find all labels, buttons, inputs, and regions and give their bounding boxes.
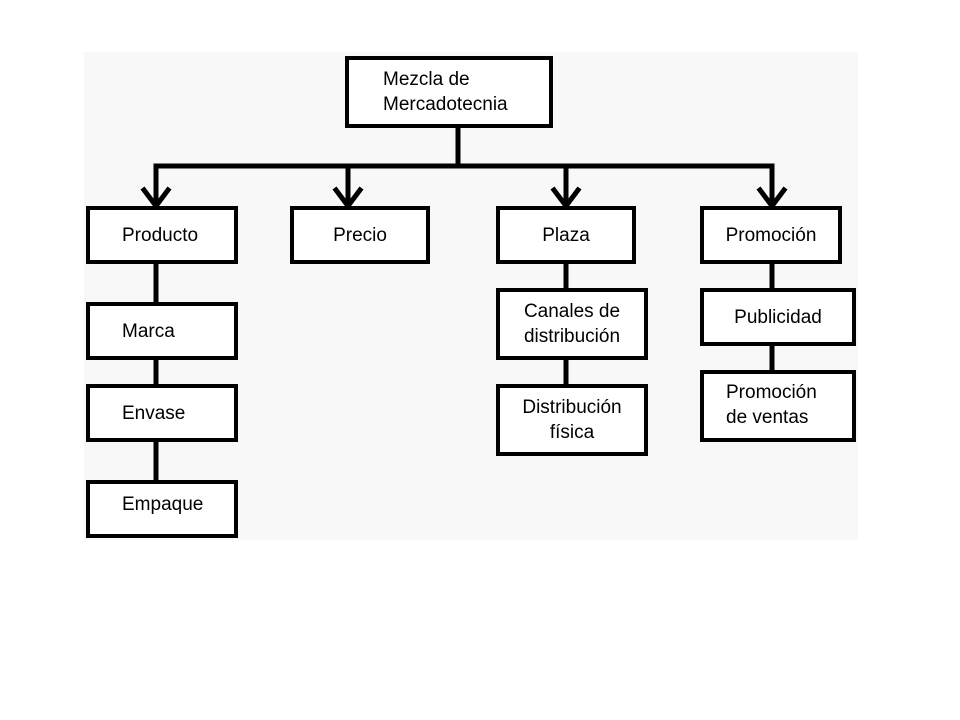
node-empaque: Empaque bbox=[86, 480, 238, 538]
node-envase: Envase bbox=[86, 384, 238, 442]
category-promocion: Promoción bbox=[700, 206, 842, 264]
node-distribucion-fisica: Distribución física bbox=[496, 384, 648, 456]
category-producto: Producto bbox=[86, 206, 238, 264]
node-publicidad: Publicidad bbox=[700, 288, 856, 346]
node-promocion-de-ventas: Promoción de ventas bbox=[700, 370, 856, 442]
node-canales-de-distribucion: Canales de distribución bbox=[496, 288, 648, 360]
category-precio: Precio bbox=[290, 206, 430, 264]
category-plaza: Plaza bbox=[496, 206, 636, 264]
node-marca: Marca bbox=[86, 302, 238, 360]
root-node: Mezcla de Mercadotecnia bbox=[345, 56, 553, 128]
